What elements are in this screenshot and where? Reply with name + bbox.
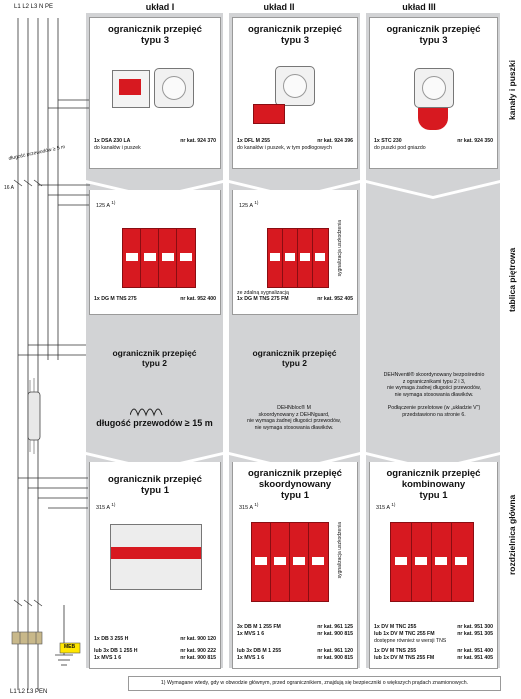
fuse-label: 16 A [4,185,15,191]
card-type2-col2: 125 A 1) sygnalizacja uszkodzenia ze zda… [232,190,358,315]
catalog-line-3: nr kat. 900 815 [180,655,216,661]
card-title: ogranicznik przepięć skoordynowany typu … [248,468,342,501]
spd-type1-db [110,524,202,590]
fuse-rating: 125 A 1) [96,200,116,209]
column-title-3: układ III [402,2,436,12]
catalog-line-1: nr kat. 951 300 [457,624,493,630]
card-title: ogranicznik przepięć typu 1 [108,474,202,496]
product-line-4: 1x MVS 1 6 [237,655,265,661]
catalog-line-4: nr kat. 951 400 [457,648,493,654]
card-type3-col3: ogranicznik przepięć typu 3 1x STC 230 n… [369,17,498,169]
product-line-3: dostępne również w wersji TNS [374,638,447,644]
product-line-3: 1x MVS 1 6 [94,655,122,661]
product-line-5: lub 1x DV M TNS 255 FM [374,655,435,661]
footnote: 1) Wymagane wtedy, gdy w obwodzie główny… [128,676,501,691]
card-type3-col2: ogranicznik przepięć typu 3 1x DFL M 255… [232,17,358,169]
product-line-4: 1x DV M TNS 255 [374,648,417,654]
wire-labels-bottom: L1 L2 L3 PEN [10,689,48,695]
product-line-3: lub 3x DB M 1 255 [237,648,282,654]
card-title: ogranicznik przepięć typu 3 [386,24,481,46]
product-line-2: lub 3x DB 1 255 H [94,648,138,654]
card-type1-col2: ogranicznik przepięć skoordynowany typu … [232,462,358,669]
fuse-rating: 315 A 1) [239,502,259,511]
wire-length-15m: długość przewodów ≥ 15 m [96,418,213,428]
fuse-rating: 315 A 1) [376,502,396,511]
stc-device [418,108,448,130]
product-name: 1x STC 230 [374,138,402,144]
card-type1-col1: ogranicznik przepięć typu 1 315 A 1) 1x … [89,462,221,669]
catalog-number: nr kat. 924 396 [317,138,353,144]
socket-icon [414,68,454,108]
product-pre: ze zdalną sygnalizacją [237,290,289,296]
catalog-number: nr kat. 924 370 [180,138,216,144]
card-type2-col1: 125 A 1) 1x DG M TNS 275 nr kat. 952 400 [89,190,221,315]
catalog-line-2: nr kat. 900 222 [180,648,216,654]
card-type1-col3: ogranicznik przepięć kombinowany typu 1 … [369,462,498,669]
spd-type2-fm [267,228,329,288]
catalog-line-2: nr kat. 951 305 [457,631,493,637]
product-line-2: lub 1x DV M TNC 255 FM [374,631,435,637]
socket-icon [275,66,315,106]
inductor-icon [129,404,178,422]
catalog-number: nr kat. 952 400 [180,296,216,302]
card-type3-col1: ogranicznik przepięć typu 3 1x DSA 230 L… [89,17,221,169]
type2-title-col1: ogranicznik przepięć typu 2 [112,348,197,368]
catalog-line-5: nr kat. 951 405 [457,655,493,661]
spd-type1-dv [390,522,474,602]
fuse-rating: 125 A 1) [239,200,259,209]
product-name: 1x DG M TNS 275 [94,296,137,302]
wiring-diagram [11,18,90,690]
card-title: ogranicznik przepięć kombinowany typu 1 [386,468,481,501]
product-name: 1x DSA 230 LA [94,138,131,144]
catalog-line-1: nr kat. 961 125 [317,624,353,630]
dsa-device [112,70,150,108]
wire-labels-top: L1 L2 L3 N PE [14,4,54,10]
fuse-rating: 315 A 1) [96,502,116,511]
catalog-line-3: nr kat. 961 120 [317,648,353,654]
card-title: ogranicznik przepięć typu 3 [108,24,202,46]
fault-signal-label: sygnalizacja uszkodzenia [337,220,343,277]
product-line-1: 3x DB M 1 255 FM [237,624,281,630]
column-title-2: układ II [263,2,295,12]
socket-icon [154,68,194,108]
product-desc: do puszki pod gniazdo [374,145,426,151]
dehnbloc-note: DEHNbloc® M skoordynowany z DEHNguard, n… [247,405,341,431]
catalog-line-4: nr kat. 900 815 [317,655,353,661]
dfl-device [253,104,285,124]
card-title: ogranicznik przepięć typu 3 [248,24,342,46]
product-desc: do kanałów i puszek [94,145,141,151]
product-desc: do kanałów i puszek, w tym podłogowych [237,145,332,151]
product-name: 1x DFL M 255 [237,138,271,144]
meb-label: MEB [64,644,76,650]
catalog-number: nr kat. 924 350 [457,138,493,144]
spd-type1-dbm [251,522,329,602]
spd-type2 [122,228,196,288]
product-line-1: 1x DB 3 255 H [94,636,129,642]
type2-title-col2: ogranicznik przepięć typu 2 [252,348,337,368]
product-name: 1x DG M TNS 275 FM [237,296,289,302]
catalog-number: nr kat. 952 405 [317,296,353,302]
product-line-2: 1x MVS 1 6 [237,631,265,637]
fault-signal-label: sygnalizacja uszkodzenia [337,522,343,579]
product-line-1: 1x DV M TNC 255 [374,624,417,630]
catalog-line-1: nr kat. 900 120 [180,636,216,642]
catalog-line-2: nr kat. 900 815 [317,631,353,637]
column-title-1: układ I [145,2,175,12]
dehnventil-note: DEHNventil® skoordynowany bezpośrednio z… [383,372,485,418]
